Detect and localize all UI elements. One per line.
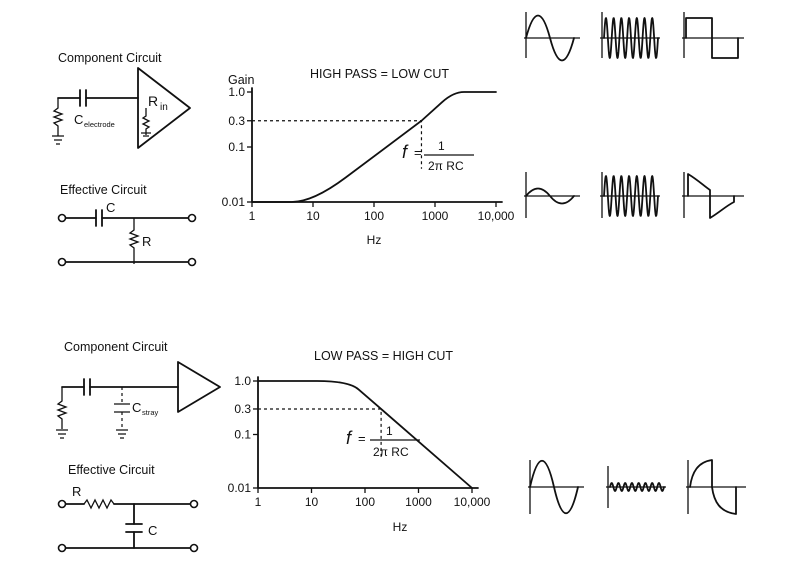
lp-effective-resistor bbox=[83, 498, 115, 510]
lp-node-out-bottom bbox=[189, 543, 199, 553]
hp-x-axis-label: Hz bbox=[367, 233, 382, 247]
lp-component-circuit-label: Component Circuit bbox=[64, 340, 168, 354]
lp-axes bbox=[257, 376, 479, 489]
hp-y-tick-label: 0.01 bbox=[222, 195, 246, 209]
lp-formula-f: f bbox=[346, 428, 353, 448]
lp-x-axis-label: Hz bbox=[393, 520, 408, 534]
hp-electrode-capacitor bbox=[79, 89, 87, 107]
hp-x-tick-label: 1 bbox=[249, 209, 256, 223]
hp-cap-sub: electrode bbox=[84, 120, 115, 129]
lp-effective-circuit: R C bbox=[57, 484, 199, 553]
hp-internal-resistor bbox=[141, 108, 151, 137]
hp-component-circuit: R in C electrode bbox=[52, 67, 191, 149]
hp-cap-label: C bbox=[74, 112, 83, 127]
hp-ground-symbol bbox=[52, 135, 64, 145]
lp-gain-chart: LOW PASS = HIGH CUT f = 1 2π RC Hz 1.0 0.… bbox=[228, 349, 491, 534]
lp-component-circuit: C stray bbox=[56, 361, 221, 439]
hp-input-square-wave bbox=[682, 12, 744, 59]
hp-gain-curve bbox=[251, 91, 497, 203]
lp-effective-circuit-label: Effective Circuit bbox=[68, 463, 155, 477]
lp-formula-den: 2π RC bbox=[373, 445, 409, 459]
lp-y-tick-label: 1.0 bbox=[234, 374, 251, 388]
lp-effective-r-label: R bbox=[72, 484, 81, 499]
lp-node-out-top bbox=[189, 499, 199, 509]
lp-gain-curve bbox=[257, 380, 473, 489]
lp-input-capacitor bbox=[83, 378, 91, 396]
lp-y-tick-label: 0.3 bbox=[234, 402, 251, 416]
lp-x-tick-label: 10,000 bbox=[454, 495, 491, 509]
lp-x-tick-label: 1 bbox=[255, 495, 262, 509]
lp-x-tick-label: 100 bbox=[355, 495, 375, 509]
hp-source-resistor bbox=[52, 98, 64, 136]
lp-node-in-top bbox=[57, 499, 67, 509]
hp-formula-eq: = bbox=[414, 145, 422, 160]
hp-output-attenuated-sine bbox=[524, 172, 580, 218]
hp-formula-f: f bbox=[402, 142, 409, 162]
lp-chart-title: LOW PASS = HIGH CUT bbox=[314, 349, 453, 363]
hp-formula-den: 2π RC bbox=[428, 159, 464, 173]
hp-rin-label: R bbox=[148, 93, 158, 109]
lp-x-tick-label: 10 bbox=[305, 495, 319, 509]
hp-y-tick-label: 0.3 bbox=[228, 114, 245, 128]
hp-axes bbox=[251, 87, 503, 203]
lp-stray-capacitor-plates bbox=[114, 403, 130, 413]
hp-effective-circuit-label: Effective Circuit bbox=[60, 183, 147, 197]
lp-cap-sub: stray bbox=[142, 408, 159, 417]
hp-formula-num: 1 bbox=[438, 139, 445, 153]
hp-effective-resistor bbox=[128, 218, 140, 264]
lp-output-attenuated-high-freq bbox=[606, 466, 666, 508]
lp-stray-ground-symbol bbox=[116, 429, 128, 439]
lp-effective-c-label: C bbox=[148, 523, 157, 538]
hp-gain-label: Gain bbox=[228, 73, 254, 87]
hp-amplifier-symbol bbox=[137, 67, 191, 149]
hp-node-in-bottom bbox=[57, 257, 67, 267]
hp-gain-chart: Gain HIGH PASS = LOW CUT f = 1 2π RC Hz … bbox=[222, 67, 515, 247]
lp-cap-label: C bbox=[132, 400, 141, 415]
lp-node-in-bottom bbox=[57, 543, 67, 553]
lp-formula-num: 1 bbox=[386, 424, 393, 438]
hp-effective-circuit: C R bbox=[57, 200, 197, 267]
lp-y-tick-label: 0.1 bbox=[234, 428, 251, 442]
hp-node-out-bottom bbox=[187, 257, 197, 267]
hp-node-in-top bbox=[57, 213, 67, 223]
hp-input-high-freq-wave bbox=[600, 12, 660, 59]
lp-effective-capacitor bbox=[125, 523, 143, 533]
hp-output-high-freq-wave bbox=[600, 172, 660, 218]
hp-x-tick-label: 10,000 bbox=[478, 209, 515, 223]
hp-component-circuit-label: Component Circuit bbox=[58, 51, 162, 65]
hp-x-tick-label: 1000 bbox=[422, 209, 449, 223]
lp-formula-eq: = bbox=[358, 431, 366, 446]
hp-effective-r-label: R bbox=[142, 234, 151, 249]
lp-source-resistor bbox=[56, 387, 68, 429]
hp-effective-capacitor bbox=[95, 209, 103, 227]
hp-cutoff-guide bbox=[252, 120, 423, 169]
hp-y-tick-label: 0.1 bbox=[228, 140, 245, 154]
hp-waveforms bbox=[524, 12, 744, 219]
lp-ground-symbol bbox=[56, 429, 68, 439]
lp-amplifier-symbol bbox=[177, 361, 221, 413]
hp-input-sine-wave bbox=[524, 12, 580, 62]
hp-x-tick-label: 10 bbox=[306, 209, 320, 223]
hp-output-differentiated-square bbox=[682, 172, 744, 219]
lp-waveforms bbox=[528, 459, 746, 515]
hp-y-tick-label: 1.0 bbox=[228, 85, 245, 99]
hp-effective-c-label: C bbox=[106, 200, 115, 215]
hp-rin-sub: in bbox=[160, 102, 168, 113]
hp-x-tick-label: 100 bbox=[364, 209, 384, 223]
lp-y-tick-label: 0.01 bbox=[228, 481, 252, 495]
hp-node-out-top bbox=[187, 213, 197, 223]
lp-output-integrated-square bbox=[686, 459, 746, 515]
hp-chart-title: HIGH PASS = LOW CUT bbox=[310, 67, 449, 81]
lp-x-tick-label: 1000 bbox=[405, 495, 432, 509]
lp-output-sine-wave bbox=[528, 460, 584, 514]
